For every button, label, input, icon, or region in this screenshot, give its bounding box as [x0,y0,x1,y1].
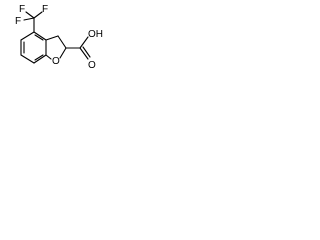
hydroxyl-label: OH [88,29,103,40]
bond [59,47,67,59]
double-bond [82,46,91,58]
bond [33,54,47,64]
double-bond [79,47,89,60]
fluorine-atom-label: F [42,4,48,15]
bond [23,17,35,21]
bond [33,31,47,41]
benzene-ring [20,31,47,64]
fluorine-atom-label: F [19,4,25,15]
fluorine-atom-label: F [15,16,21,27]
bond [57,35,67,49]
dihydrofuran-ring: O [45,35,67,67]
bond [45,54,52,60]
oxygen-atom-label: O [52,56,60,67]
molecule-diagram: F F F O OH O [0,0,114,83]
carboxylic-acid-group: OH O [65,29,103,71]
carbonyl-oxygen-label: O [88,60,96,71]
bond [20,31,35,41]
double-bond-inner [34,34,44,41]
bond [20,54,35,64]
molecule-svg: F F F O OH O [15,4,103,71]
bond [45,35,59,41]
trifluoromethyl-group: F F F [15,4,48,33]
bond [25,11,35,19]
bond [33,11,43,19]
bond [79,36,89,49]
double-bond-inner [34,54,44,61]
